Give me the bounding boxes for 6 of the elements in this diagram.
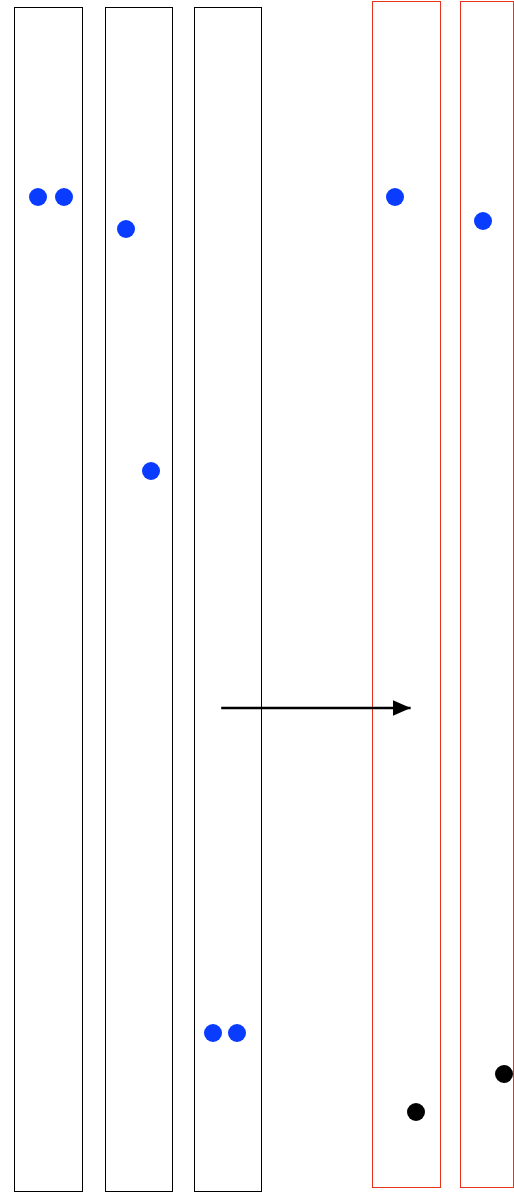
column-bar [105, 7, 173, 1192]
column-bar [14, 7, 83, 1192]
column-bar [372, 1, 441, 1188]
column-bar [194, 7, 262, 1192]
arrow [221, 700, 411, 716]
column-bar [460, 1, 514, 1188]
